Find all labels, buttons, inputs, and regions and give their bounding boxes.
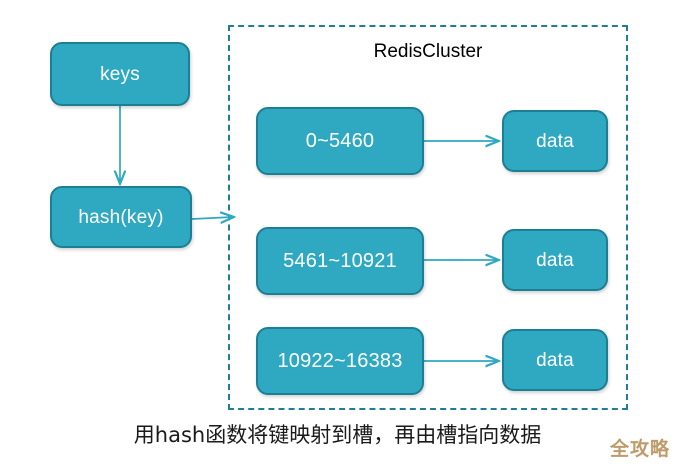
slot-node-2[interactable]: 10922~16383 (256, 327, 424, 395)
data-node-label: data (536, 349, 574, 371)
data-node-label: data (536, 249, 574, 271)
node-keys[interactable]: keys (50, 42, 190, 106)
data-node-2[interactable]: data (502, 329, 608, 391)
node-keys-label: keys (100, 63, 140, 85)
arrow-hash-to-cluster (191, 217, 233, 219)
slot-range-label: 10922~16383 (277, 350, 403, 372)
data-node-1[interactable]: data (502, 229, 608, 291)
data-node-0[interactable]: data (502, 110, 608, 172)
watermark-label: 全攻略 (610, 438, 671, 460)
slot-node-0[interactable]: 0~5460 (256, 107, 424, 175)
redis-cluster-title: RedisCluster (373, 41, 483, 62)
slot-range-label: 0~5460 (305, 130, 375, 152)
data-node-label: data (536, 130, 574, 152)
node-hash-key-label: hash(key) (78, 206, 164, 228)
diagram-caption: 用hash函数将键映射到槽，再由槽指向数据 (133, 423, 542, 447)
slot-node-1[interactable]: 5461~10921 (256, 227, 424, 295)
node-hash-key[interactable]: hash(key) (50, 186, 192, 248)
slot-range-label: 5461~10921 (283, 250, 397, 272)
